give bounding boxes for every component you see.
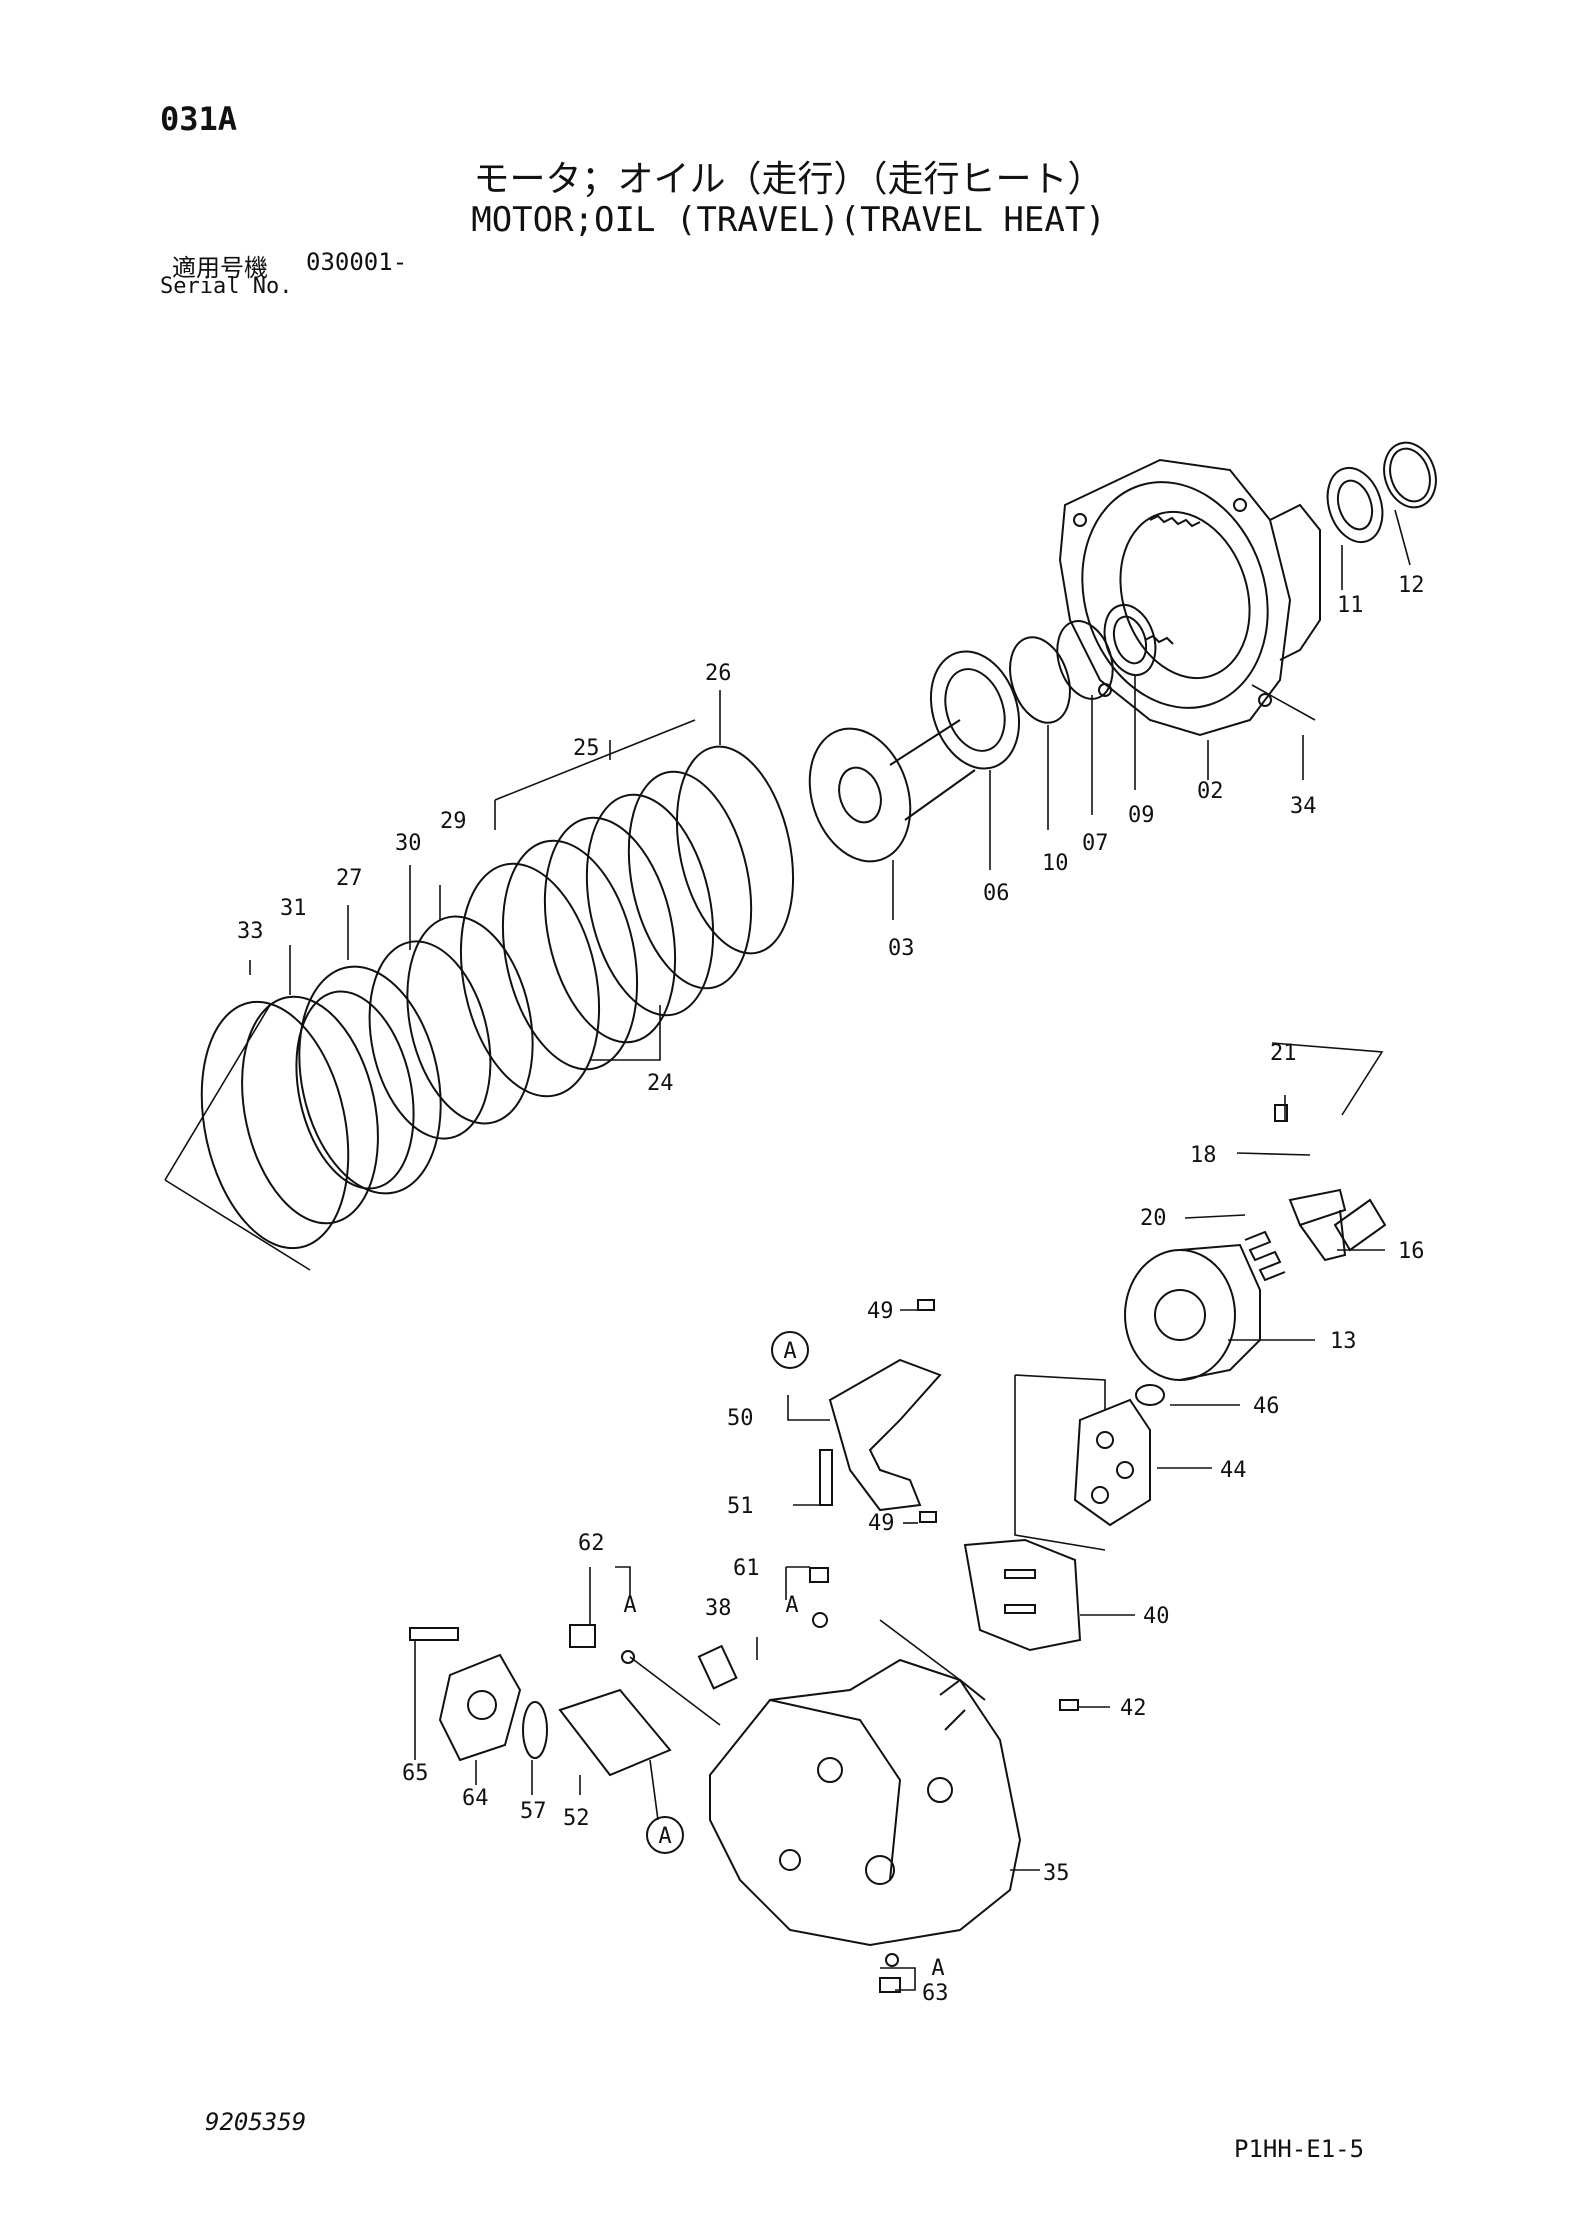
callout-38: 38: [705, 1596, 732, 1621]
ring-33: [200, 1000, 350, 1250]
callout-61: 61: [733, 1556, 760, 1581]
callout-52: 52: [563, 1806, 590, 1831]
callout-40: 40: [1143, 1604, 1170, 1629]
callout-18: 18: [1190, 1143, 1217, 1168]
callout-10: 10: [1042, 851, 1069, 876]
plate-40: [963, 1538, 1082, 1652]
pin-21: [1274, 1104, 1288, 1122]
ring-07: [1056, 620, 1114, 700]
pin-42: [1059, 1699, 1079, 1711]
serial-label-english: Serial No.: [160, 274, 293, 299]
piston-27: [295, 965, 442, 1195]
callout-65: 65: [402, 1761, 429, 1786]
callout-49-upper: 49: [867, 1299, 894, 1324]
spool-16: [1333, 1198, 1387, 1252]
callout-62: 62: [578, 1531, 605, 1556]
callout-07: 07: [1082, 831, 1109, 856]
plate-stack-24-25: [459, 770, 753, 1098]
callout-42: 42: [1120, 1696, 1147, 1721]
plate-44: [1073, 1398, 1151, 1527]
serial-label-japanese: 適用号機: [172, 254, 268, 282]
callout-16: 16: [1398, 1239, 1425, 1264]
callout-12: 12: [1398, 573, 1425, 598]
bolt-65: [409, 1627, 459, 1641]
callout-49-lower: 49: [868, 1511, 895, 1536]
callout-26: 26: [705, 661, 732, 686]
motor-body-35: [709, 1658, 1022, 1947]
callout-02: 02: [1197, 779, 1224, 804]
callout-33: 33: [237, 919, 264, 944]
callout-09: 09: [1128, 803, 1155, 828]
reference-tag-a-61: A: [785, 1593, 798, 1618]
bearing-11: [1326, 466, 1384, 544]
bolt-51: [819, 1449, 833, 1506]
leader-lines: [164, 509, 1411, 1991]
ring-10: [1009, 636, 1071, 724]
callout-20: 20: [1140, 1206, 1167, 1231]
callout-13: 13: [1330, 1329, 1357, 1354]
block-13: [1124, 1243, 1261, 1381]
page-title-english: MOTOR;OIL (TRAVEL)(TRAVEL HEAT): [471, 200, 1106, 240]
snap-ring-12: [1383, 441, 1437, 509]
plug-61: [809, 1567, 829, 1628]
ring-31: [241, 995, 379, 1225]
callout-51: 51: [727, 1494, 754, 1519]
plug-62: [569, 1624, 635, 1664]
reference-circle-a-bottom: A: [646, 1816, 684, 1854]
o-ring-57: [522, 1701, 548, 1759]
callout-46: 46: [1253, 1394, 1280, 1419]
spring-20: [1244, 1230, 1286, 1282]
plug-46: [1135, 1384, 1165, 1406]
callout-35: 35: [1043, 1861, 1070, 1886]
callout-34: 34: [1290, 794, 1317, 819]
callout-50: 50: [727, 1406, 754, 1431]
callout-03: 03: [888, 936, 915, 961]
callout-21: 21: [1270, 1041, 1297, 1066]
ring-29: [406, 915, 534, 1125]
callout-25: 25: [573, 736, 600, 761]
callout-29: 29: [440, 809, 467, 834]
callout-11: 11: [1337, 593, 1364, 618]
callout-labels: 02 03 06 07 09 10 11 12 13 16 18 20 21 2…: [237, 573, 1425, 2006]
callout-24: 24: [647, 1071, 674, 1096]
flange-64: [438, 1653, 522, 1762]
bolt-49: [917, 1299, 937, 1523]
bracket-50: [828, 1358, 942, 1512]
callout-57: 57: [520, 1799, 547, 1824]
svg-text:A: A: [658, 1824, 671, 1849]
gear-shaft-03: [808, 719, 976, 863]
callout-31: 31: [280, 896, 307, 921]
plug-63: [879, 1953, 901, 1993]
bearing-06: [929, 650, 1021, 770]
sheet-reference: P1HH-E1-5: [1234, 2135, 1365, 2163]
reference-tag-a-63: A: [931, 1956, 944, 1981]
page-title-japanese: モータ；オイル（走行）（走行ヒート）: [473, 159, 1104, 200]
ring-09: [1103, 603, 1157, 677]
callout-30: 30: [395, 831, 422, 856]
callout-63: 63: [922, 1981, 949, 2006]
reference-circle-a-top: A: [771, 1331, 809, 1369]
document-number: 9205359: [205, 2108, 307, 2136]
housing-02: [1058, 458, 1321, 737]
shaft-52: [558, 1688, 672, 1777]
plate-26: [675, 745, 795, 955]
reference-tag-a-62: A: [623, 1593, 636, 1618]
svg-text:A: A: [783, 1339, 796, 1364]
serial-range: 030001-: [306, 248, 408, 276]
page-code: 031A: [160, 100, 238, 138]
callout-06: 06: [983, 881, 1010, 906]
valve-spool-18: [1288, 1188, 1347, 1262]
bolt-38: [697, 1644, 738, 1690]
callout-27: 27: [336, 866, 363, 891]
callout-44: 44: [1220, 1458, 1247, 1483]
callout-64: 64: [462, 1786, 489, 1811]
